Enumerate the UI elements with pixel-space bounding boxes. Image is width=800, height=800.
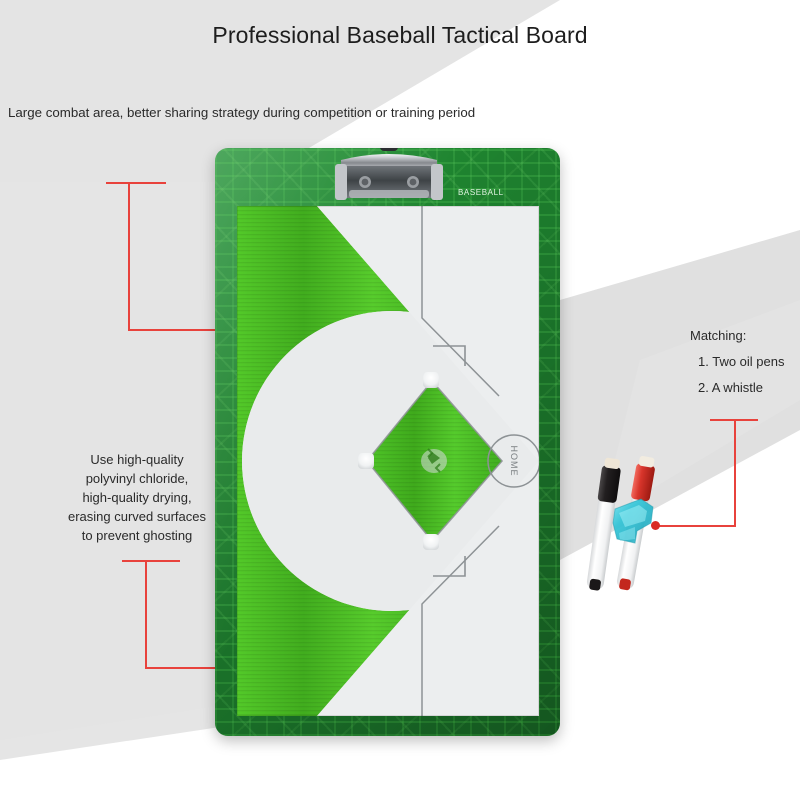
- leader-arm-3: [657, 525, 736, 527]
- baseball-field-diagram: HOME: [237, 206, 539, 716]
- matching-item-1: 1. Two oil pens: [698, 354, 785, 369]
- leader-cap-1: [106, 182, 166, 184]
- clipboard-clip[interactable]: [333, 148, 445, 206]
- tactical-clipboard[interactable]: BASEBALL: [215, 148, 560, 736]
- matching-item-2: 2. A whistle: [698, 380, 764, 395]
- matching-list: Matching: 1. Two oil pens 2. A whistle: [690, 328, 800, 406]
- leader-stem-1: [128, 182, 130, 330]
- matching-title: Matching:: [690, 328, 747, 343]
- leader-stem-2: [145, 560, 147, 668]
- material-description: Use high-quality polyvinyl chloride, hig…: [52, 450, 222, 545]
- material-line-5: to prevent ghosting: [81, 528, 193, 543]
- leader-cap-2: [122, 560, 180, 562]
- whistle: [607, 493, 662, 548]
- board-brand-label: BASEBALL: [458, 188, 504, 197]
- material-line-1: Use high-quality: [90, 452, 184, 467]
- home-plate-label: HOME: [509, 446, 519, 477]
- page-title: Professional Baseball Tactical Board: [212, 22, 588, 48]
- black-oil-pen: [586, 457, 621, 591]
- leader-stem-3: [734, 419, 736, 526]
- material-line-2: polyvinyl chloride,: [85, 471, 189, 486]
- whiteboard-surface[interactable]: HOME: [237, 206, 539, 716]
- leader-dot-3: [651, 521, 660, 530]
- material-line-4: erasing curved surfaces: [67, 509, 206, 524]
- leader-arm-2: [145, 667, 280, 669]
- material-line-3: high-quality drying,: [82, 490, 192, 505]
- leader-arm-1: [128, 329, 268, 331]
- subtitle-text: Large combat area, better sharing strate…: [8, 105, 476, 120]
